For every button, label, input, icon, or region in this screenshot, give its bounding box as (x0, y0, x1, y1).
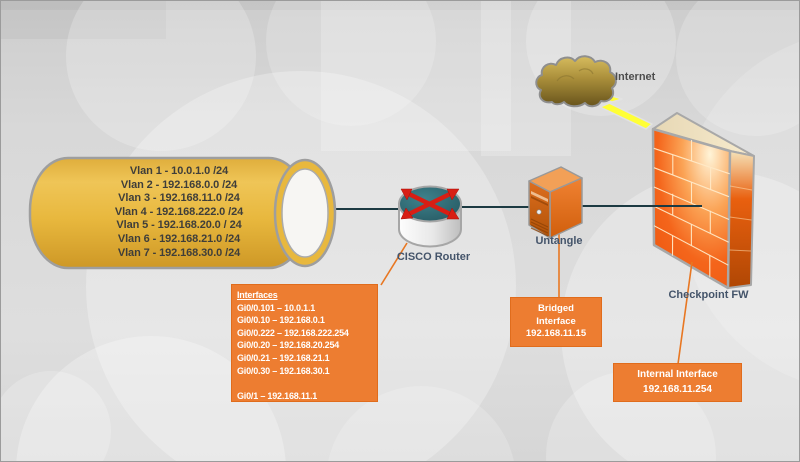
interface-line: Gi0/0.30 – 192.168.30.1 (237, 365, 330, 376)
server-power-button (536, 209, 542, 215)
interface-line: Gi0/0.10 – 192.168.0.1 (237, 315, 325, 326)
router-interfaces-box[interactable]: Interfaces Gi0/0.101 – 10.0.1.1 Gi0/0.10… (231, 284, 378, 402)
brick-joint-lines (671, 139, 712, 278)
cisco-router-icon[interactable] (398, 185, 462, 248)
bridged-interface-box[interactable]: Bridged Interface 192.168.11.15 (510, 297, 602, 347)
interface-line: Gi0/0.222 – 192.168.222.254 (237, 327, 349, 338)
spacer (237, 377, 372, 390)
server-drive-bay (531, 191, 548, 202)
server-drive-bay (531, 196, 548, 206)
vlan-cylinder-shape[interactable] (28, 156, 337, 270)
interfaces-title: Interfaces (237, 290, 278, 300)
vlan-line: Vlan 6 - 192.168.21.0 /24 (117, 232, 241, 245)
interface-line: Gi0/0.101 – 10.0.1.1 (237, 302, 316, 313)
untangle-label[interactable]: Untangle (535, 235, 583, 247)
internal-box-line: Internal Interface (637, 369, 718, 380)
vlan-line: Vlan 4 - 192.168.222.0 /24 (114, 205, 244, 218)
vlan-line: Vlan 5 - 192.168.20.0 / 24 (116, 219, 242, 232)
firewall-shape[interactable] (651, 112, 755, 290)
vlan-line: Vlan 3 - 192.168.11.0 /24 (118, 192, 240, 205)
interface-line: Gi0/0.21 – 192.168.21.1 (237, 352, 330, 363)
bridged-box-line: Interface (536, 315, 576, 327)
server-vents (530, 218, 549, 237)
vlan-line: Vlan 7 - 192.168.30.0 /24 (117, 246, 241, 259)
internal-interface-box[interactable]: Internal Interface 192.168.11.254 (613, 363, 742, 402)
internet-cloud-icon[interactable] (535, 55, 617, 108)
connector-lines[interactable] (335, 205, 702, 210)
interface-line: Gi0/1 – 192.168.11.1 (237, 390, 318, 401)
leader-firewall-internal[interactable] (677, 261, 693, 365)
leader-lines[interactable] (380, 234, 693, 365)
leader-router-interfaces[interactable] (380, 242, 408, 286)
brick-side-lines (729, 185, 753, 252)
internet-label[interactable]: Internet (615, 71, 656, 83)
untangle-server-icon[interactable] (528, 166, 583, 239)
internal-box-line: 192.168.11.254 (643, 383, 712, 395)
vlan-line: Vlan 2 - 192.168.0.0 /24 (120, 178, 238, 191)
vlan-list: Vlan 1 - 10.0.1.0 /24 Vlan 2 - 192.168.0… (61, 165, 297, 260)
vlan-line: Vlan 1 - 10.0.1.0 /24 (129, 165, 229, 177)
cisco-router-label[interactable]: CISCO Router (396, 251, 471, 263)
interface-line: Gi0/0.20 – 192.168.20.254 (237, 340, 340, 351)
bridged-box-line: 192.168.11.15 (525, 328, 587, 339)
router-arrows-icon (400, 188, 460, 220)
bridged-box-line: Bridged (538, 303, 574, 314)
checkpoint-fw-label[interactable]: Checkpoint FW (668, 289, 749, 301)
